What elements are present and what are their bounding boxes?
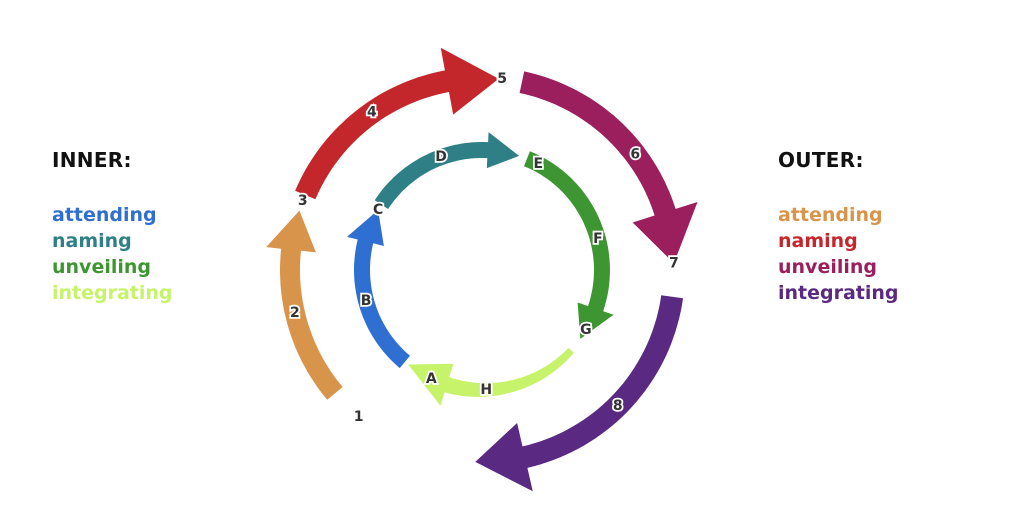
legend-outer: OUTER: attending naming unveiling integr… <box>778 148 899 306</box>
legend-inner-unveiling: unveiling <box>52 256 151 278</box>
outer-label-four: 4 <box>367 105 377 121</box>
outer-label-one: 1 <box>354 409 364 425</box>
outer-label-seven: 7 <box>669 255 679 271</box>
inner-arrow-attending <box>346 210 410 369</box>
inner-label-d: D <box>435 149 447 165</box>
inner-label-h: H <box>480 382 492 398</box>
inner-arrow-unveiling <box>524 151 614 339</box>
outer-arrow-naming <box>295 47 499 200</box>
legend-outer-integrating: integrating <box>778 282 899 304</box>
inner-label-g: G <box>580 322 592 338</box>
outer-arrow-attending <box>266 210 343 400</box>
legend-inner-title: INNER: <box>52 148 132 172</box>
outer-label-six: 6 <box>630 147 640 163</box>
legend-inner-attending: attending <box>52 204 157 226</box>
outer-arrow-integrating <box>475 295 683 492</box>
inner-label-c: C <box>373 202 383 218</box>
inner-label-e: E <box>534 156 544 172</box>
inner-arrow-integrating <box>408 347 574 406</box>
legend-outer-naming: naming <box>778 230 858 252</box>
outer-label-five: 5 <box>497 71 507 87</box>
inner-label-b: B <box>361 293 372 309</box>
outer-label-two: 2 <box>290 305 300 321</box>
inner-label-a: A <box>426 371 437 387</box>
legend-outer-title: OUTER: <box>778 148 864 172</box>
outer-arrow-unveiling <box>519 71 698 264</box>
legend-outer-attending: attending <box>778 204 883 226</box>
legend-inner-naming: naming <box>52 230 132 252</box>
outer-label-eight: 8 <box>613 398 623 414</box>
outer-label-three: 3 <box>298 193 308 209</box>
legend-inner-integrating: integrating <box>52 282 173 304</box>
legend-inner: INNER: attending naming unveiling integr… <box>52 148 173 306</box>
inner-label-f: F <box>593 231 603 247</box>
inner-arrow-naming <box>374 132 520 209</box>
legend-outer-unveiling: unveiling <box>778 256 877 278</box>
